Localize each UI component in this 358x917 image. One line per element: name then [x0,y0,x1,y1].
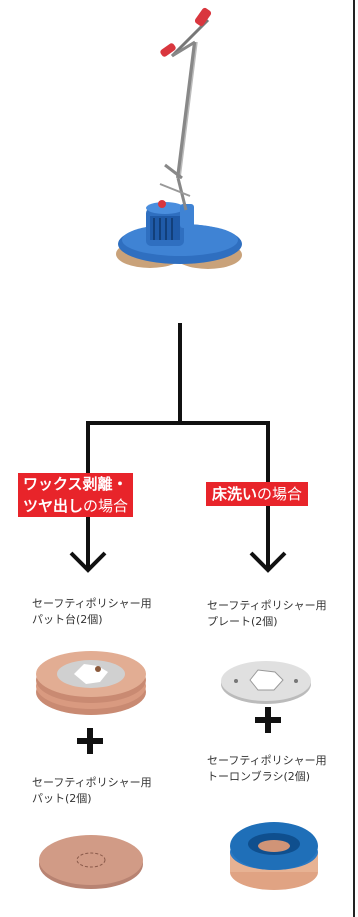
pad-base-line2: パット台(2個) [32,613,103,626]
polisher-machine-illustration [116,7,242,269]
plate-illustration [221,661,311,704]
right-border-line [353,0,355,917]
floor-washing-label: 床洗いの場合 [206,482,309,506]
wax-stripping-label: ワックス剥離・ ツヤ出しの場合 [18,473,134,517]
pad-base-line1: セーフティポリシャー用 [32,597,152,610]
wax-label-bold: ツヤ出し [23,497,84,515]
plus-icon [77,728,103,754]
pad-base-illustration [36,651,146,715]
plate-line1: セーフティポリシャー用 [207,599,327,612]
wax-label-line1: ワックス剥離・ [23,475,128,493]
branch-connector-lines [69,323,287,573]
pad-line1: セーフティポリシャー用 [32,776,152,789]
plate-line2: プレート(2個) [207,615,278,628]
pad-caption: セーフティポリシャー用 パット(2個) [32,775,152,807]
pad-base-caption: セーフティポリシャー用 パット台(2個) [32,596,152,628]
wax-label-rest: の場合 [83,497,129,515]
pad-illustration [39,835,143,889]
brush-line1: セーフティポリシャー用 [207,754,327,767]
floor-label-rest: の場合 [257,485,303,503]
brush-line2: トーロンブラシ(2個) [207,770,311,783]
pad-line2: パット(2個) [32,792,92,805]
brush-caption: セーフティポリシャー用 トーロンブラシ(2個) [207,753,327,785]
plus-icon [255,707,281,733]
plate-caption: セーフティポリシャー用 プレート(2個) [207,598,327,630]
floor-label-bold: 床洗い [212,485,258,503]
brush-illustration [230,822,318,890]
